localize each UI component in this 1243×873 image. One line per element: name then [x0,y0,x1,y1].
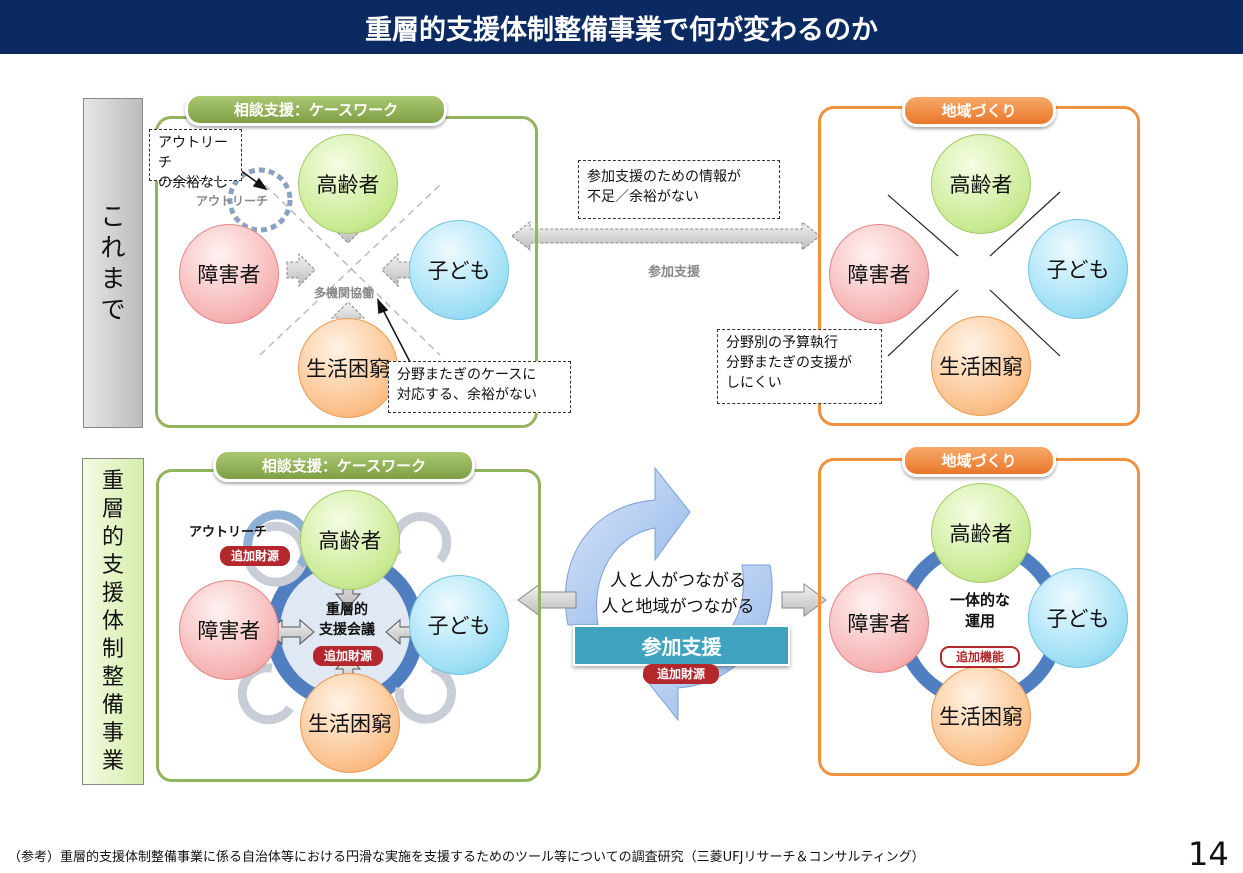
integrated-operation-label: 一体的な 運用 [934,590,1026,632]
participation-banner: 参加支援 [573,625,790,666]
note-cross-field: 分野またぎのケースに 対応する、余裕がない [388,361,571,413]
note-line: 分野またぎの支援が [726,355,852,371]
side-char: 重 [101,468,124,494]
note-line: 参加支援のための情報が [587,169,741,185]
side-char: 支 [101,552,124,578]
side-char: 整 [101,664,124,690]
note-line: アウトリーチ [158,135,228,171]
side-char: 制 [101,636,124,662]
side-char: 援 [101,580,124,606]
side-char: 業 [101,748,124,774]
note-line: 分野またぎのケースに [397,367,537,383]
before-outreach-label: アウトリーチ [196,194,269,208]
community-poverty-circle: 生活困窮 [931,316,1031,416]
participation-extra-fund-badge: 追加財源 [643,664,719,684]
side-char: で [100,295,126,324]
side-char: 体 [101,608,124,634]
after-outreach-label: アウトリーチ [189,525,268,540]
support-meeting-label: 重層的 支援会議 [304,600,390,640]
side-char: れ [100,233,126,262]
note-info-shortage: 参加支援のための情報が 不足／余裕がない [578,160,780,219]
after-community-children-circle: 子ども [1028,568,1128,668]
side-char: 備 [101,692,124,718]
note-line: 対応する、余裕がない [397,387,537,403]
integrated-line: 一体的な [949,591,1010,609]
participation-double-arrow [511,220,821,252]
side-char: 的 [101,524,124,550]
after-disability-circle: 障害者 [179,580,279,680]
before-poverty-circle: 生活困窮 [298,318,398,418]
before-disability-circle: 障害者 [179,224,279,324]
note-line: の余裕なし [158,175,228,191]
page-title: 重層的支援体制整備事業で何が変わるのか [0,0,1243,54]
connection-line: 人と地域がつながる [601,597,755,617]
side-char: 事 [101,720,124,746]
after-elderly-circle: 高齢者 [300,490,400,590]
after-side-label: 重 層 的 支 援 体 制 整 備 事 業 [82,458,144,785]
extra-function-badge: 追加機能 [940,646,1020,668]
footer-reference: （参考）重層的支援体制整備事業に係る自治体等における円滑な実施を支援するためのツ… [8,850,925,865]
community-divider-lines [887,191,1061,357]
connection-text: 人と人がつながる 人と地域がつながる [598,568,758,620]
connection-line: 人と人がつながる [610,571,746,591]
integrated-line: 運用 [964,612,995,630]
before-community-tab: 地域づくり [902,94,1056,127]
before-children-circle: 子ども [409,220,509,320]
outreach-dashed-circle [227,167,293,233]
side-char: こ [100,202,126,231]
before-casework-tab: 相談支援：ケースワーク [185,93,447,126]
after-community-tab: 地域づくり [902,444,1056,477]
after-community-disability-circle: 障害者 [829,573,929,673]
before-participation-label: 参加支援 [648,265,701,280]
after-casework-tab: 相談支援：ケースワーク [213,449,475,482]
meeting-line: 重層的 [326,602,368,618]
after-poverty-circle: 生活困窮 [300,673,400,773]
side-char: ま [100,264,126,293]
note-outreach: アウトリーチ の余裕なし [149,129,242,191]
side-char: 層 [101,496,124,522]
community-disability-circle: 障害者 [829,224,929,324]
after-community-poverty-circle: 生活困窮 [931,666,1031,766]
community-children-circle: 子ども [1028,219,1128,319]
multi-agency-label: 多機関協働 [314,286,375,300]
outreach-extra-fund-badge: 追加財源 [220,546,290,566]
meeting-line: 支援会議 [319,622,375,638]
meeting-extra-fund-badge: 追加財源 [313,646,383,666]
note-budget: 分野別の予算執行 分野またぎの支援が しにくい [717,329,882,404]
page-number: 14 [1188,835,1229,873]
note-line: 不足／余裕がない [587,189,699,205]
note-line: しにくい [726,375,782,391]
before-elderly-circle: 高齢者 [298,134,398,234]
after-community-elderly-circle: 高齢者 [931,483,1031,583]
before-side-label: こ れ ま で [83,98,143,428]
casework-divider-lines [259,184,441,356]
after-children-circle: 子ども [409,575,509,675]
community-elderly-circle: 高齢者 [931,134,1031,234]
note-line: 分野別の予算執行 [726,335,838,351]
